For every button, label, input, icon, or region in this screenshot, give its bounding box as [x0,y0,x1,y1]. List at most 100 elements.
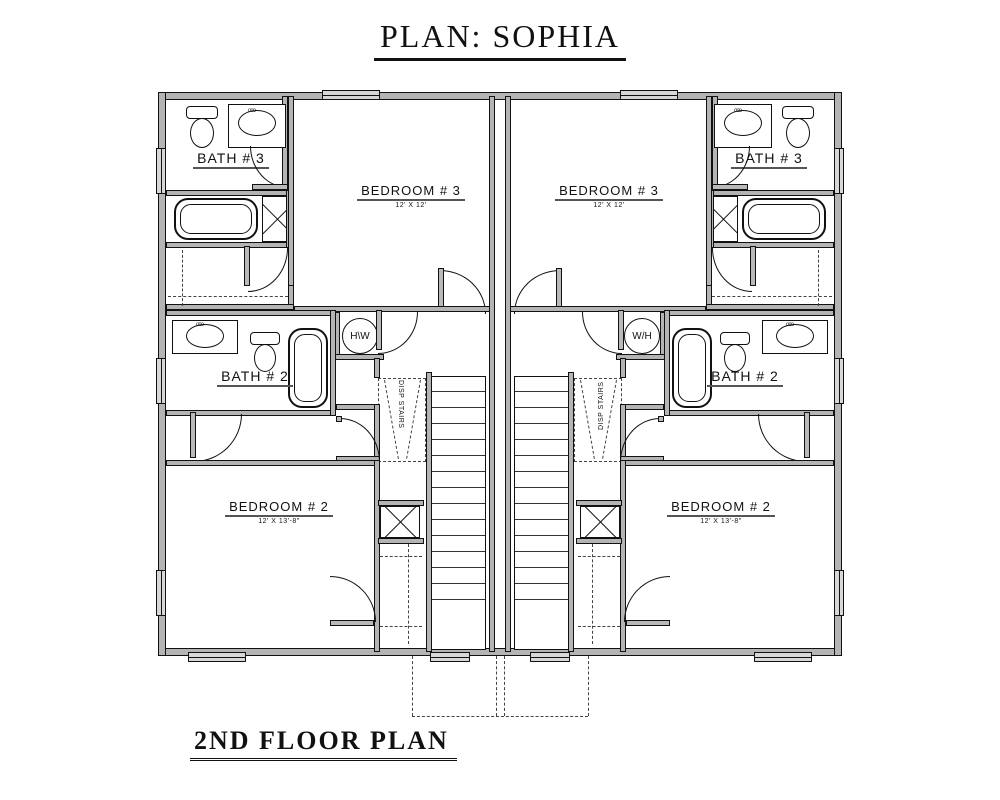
window-bottom-right-inner [530,652,570,662]
stair-tread [515,551,569,552]
left-bath2-wall-top [166,310,336,316]
stair-tread [431,487,485,488]
window-top-right [620,90,678,100]
right-bath2-door-leaf [804,412,810,458]
right-bedroom2-door-leaf [626,620,670,626]
left-bath2-door-swing [194,414,242,462]
left-bath3-toilet-bowl [190,118,214,148]
stair-tread [431,455,485,456]
right-bedroom2-closet-rod [592,544,593,644]
right-bath2-label: BATH # 2 [690,368,800,387]
right-bedroom3-wall-right [706,96,712,286]
party-wall-left-leaf [489,96,495,652]
left-bedroom2-closet-shelf-upper [380,556,422,557]
right-bedroom3-label: BEDROOM # 3 12' X 12' [534,182,684,209]
stair-tread [515,519,569,520]
stair-tread [431,439,485,440]
right-bedroom2-wall-top [620,460,834,466]
right-closet-rod [818,250,819,306]
right-bedroom2-closet-shelf-lower [578,626,620,627]
right-hall-door-swing [620,418,660,462]
right-hall-door-leaf [658,416,664,422]
right-bath2-toilet-bowl [724,344,746,372]
left-bedroom2-wall-top [166,460,380,466]
stair-tread [515,423,569,424]
right-hw-door-swing [582,312,622,354]
right-water-heater-label: W/H [632,330,652,342]
window-top-left [322,90,380,100]
stair-tread [515,503,569,504]
stair-tread [515,471,569,472]
stair-tread [431,471,485,472]
right-bath2-sink [776,324,814,348]
left-hw-door-swing [378,312,418,354]
left-bedroom2-closet-rod [408,544,409,644]
left-hw-door-leaf [376,310,382,350]
left-bedroom2-dimension: 12' X 13'-8" [258,518,300,525]
left-bedroom3-wall-left [288,96,294,286]
party-wall-right-leaf [505,96,511,652]
left-bedroom2-label: BEDROOM # 2 12' X 13'-8" [204,498,354,525]
porch-outline-center-left [496,656,497,716]
right-closet-shelf [712,296,832,297]
left-bedroom3-label: BEDROOM # 3 12' X 12' [336,182,486,209]
left-staircase [430,376,486,650]
left-bath3-label: BATH # 3 [176,150,286,169]
left-bath3-door-swing [250,146,288,188]
right-bath2-door-swing [758,414,806,462]
stair-tread [515,439,569,440]
right-bath2-wall-left [664,310,670,416]
right-staircase [514,376,570,650]
stair-tread [515,487,569,488]
left-hall-wall-stair-side [374,358,380,378]
left-water-heater-icon: H\W [342,318,378,354]
left-bedroom2-closet-wall-bottom [378,538,424,544]
left-bedroom2-door-swing [330,576,376,622]
stair-tread [431,503,485,504]
stair-tread [515,535,569,536]
window-left-upper [156,148,166,194]
left-bath2-sink [186,324,224,348]
right-bath3-toilet-bowl [786,118,810,148]
exterior-wall-bottom [158,648,842,656]
right-bath3-tub [742,198,826,240]
left-bedroom2-wall-right [374,460,380,652]
window-right-lower [834,570,844,616]
porch-outline-left [412,656,413,716]
right-bath3-faucet-icon: ooo [734,108,742,114]
right-bath2-wall-top [664,310,834,316]
left-bedroom3-closet-door-leaf [244,246,250,286]
window-bottom-right-outer [754,652,812,662]
right-bath3-label-text: BATH # 3 [731,150,807,169]
right-bath3-door-leaf [712,184,748,190]
porch-outline-right [588,656,589,716]
left-bath2-faucet-icon: ooo [196,322,204,328]
right-closet-wall-bottom [706,304,834,310]
stair-tread [431,551,485,552]
left-closet-rod [182,250,183,306]
left-bedroom2-label-text: BEDROOM # 2 [225,499,333,517]
sheet-title: 2ND FLOOR PLAN [190,726,457,761]
porch-outline-center-right [504,656,505,716]
window-right-middle [834,358,844,404]
stair-tread [515,455,569,456]
stair-tread [431,391,485,392]
left-bath3-faucet-icon: ooo [248,108,256,114]
right-hall-wall-mid [620,404,664,410]
porch-outline-bottom [412,716,588,717]
stair-tread [431,567,485,568]
left-bath2-label-text: BATH # 2 [217,368,293,387]
page-title-text: PLAN: SOPHIA [373,18,627,61]
right-bedroom3-dimension: 12' X 12' [593,202,625,209]
left-bedroom2-closet-shelf-lower [380,626,422,627]
right-bath2-faucet-icon: ooo [786,322,794,328]
window-left-middle [156,358,166,404]
left-bath2-label: BATH # 2 [200,368,310,387]
left-hall-door-leaf [336,416,342,422]
right-bedroom2-dimension: 12' X 13'-8" [700,518,742,525]
exterior-wall-top [158,92,842,100]
stair-tread [515,567,569,568]
left-bedroom2-door-leaf [330,620,374,626]
left-bath2-wall-right [330,310,336,416]
stair-tread [431,519,485,520]
